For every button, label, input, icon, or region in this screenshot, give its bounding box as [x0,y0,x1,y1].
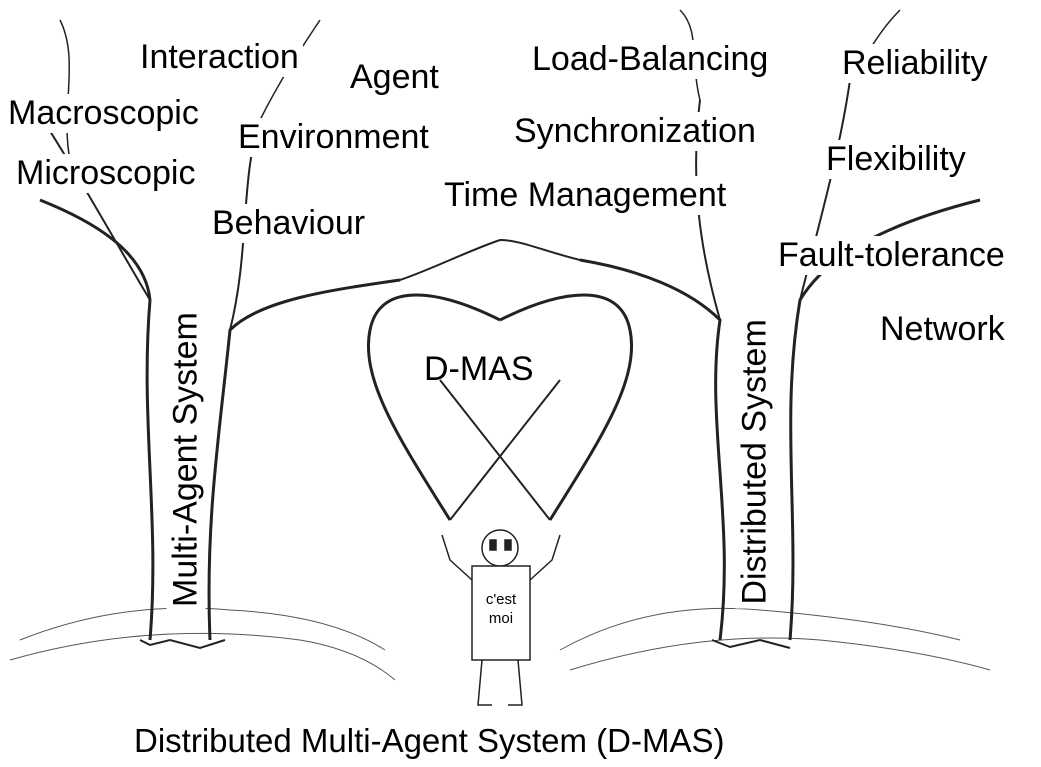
grass-right [559,607,991,671]
label-behaviour: Behaviour [208,204,370,244]
caption: Distributed Multi-Agent System (D-MAS) [134,722,725,759]
label-load-balancing: Load-Balancing [528,40,773,80]
heart-branches [367,293,633,521]
label-agent: Agent [346,58,443,98]
label-distributed-system: Distributed System [735,319,775,609]
label-reliability: Reliability [838,44,992,84]
robot-sign-text: c'est moi [485,591,517,627]
label-multi-agent-system: Multi-Agent System [166,305,206,614]
grass-left [9,607,396,681]
label-microscopic: Microscopic [12,154,200,194]
label-synchronization: Synchronization [510,112,760,152]
label-time-management: Time Management [440,176,731,216]
label-interaction: Interaction [136,38,303,78]
label-network: Network [876,310,1009,350]
left-tree [29,19,501,650]
label-fault-tolerance: Fault-tolerance [774,236,1009,276]
label-macroscopic: Macroscopic [4,94,203,134]
label-environment: Environment [234,118,433,158]
label-flexibility: Flexibility [822,140,970,180]
robot-figure [441,529,561,706]
label-dmas: D-MAS [424,350,534,388]
